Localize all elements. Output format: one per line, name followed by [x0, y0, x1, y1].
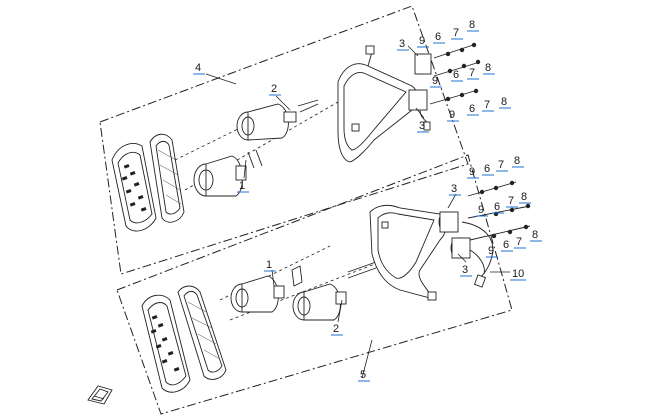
callout-8-lower-a: 8 [512, 155, 524, 168]
callout-9-lower-a: 9 [467, 166, 479, 179]
upper-housing [337, 45, 419, 163]
svg-text:7: 7 [516, 236, 522, 248]
callout-labels: 4 2 1 3 3 9 9 9 [193, 19, 542, 382]
svg-text:3: 3 [462, 264, 468, 276]
callout-2-upper: 2 [269, 83, 281, 96]
lower-housing [369, 204, 447, 301]
lower-projector-1 [230, 265, 303, 313]
lower-socket-b [450, 237, 471, 259]
callout-8-upper-a: 8 [467, 19, 479, 32]
svg-text:3: 3 [399, 38, 405, 50]
callout-6-upper-a: 6 [433, 31, 445, 44]
svg-text:1: 1 [266, 259, 272, 271]
callout-7-upper-c: 7 [482, 99, 494, 112]
svg-text:3: 3 [419, 120, 425, 132]
callout-9-upper-b: 9 [430, 75, 442, 88]
svg-text:9: 9 [488, 245, 494, 257]
callout-3-upper-a: 3 [397, 38, 409, 51]
svg-text:6: 6 [469, 103, 475, 115]
lower-wire-harness [461, 221, 494, 288]
svg-text:6: 6 [453, 69, 459, 81]
lower-socket-a [438, 211, 459, 233]
callout-3-lower-a: 3 [449, 183, 461, 196]
svg-text:6: 6 [435, 31, 441, 43]
lower-bezel [177, 285, 227, 380]
svg-text:6: 6 [503, 239, 509, 251]
callout-4: 4 [193, 62, 205, 75]
svg-text:7: 7 [508, 195, 514, 207]
front-direction-arrow-icon [87, 385, 113, 405]
callout-9-lower-c: 9 [486, 245, 498, 258]
upper-bezel [149, 133, 185, 223]
svg-text:7: 7 [498, 159, 504, 171]
callout-9-upper-c: 9 [447, 109, 459, 122]
svg-text:9: 9 [419, 35, 425, 47]
lower-lamp-assembly [141, 180, 531, 393]
upper-adjuster-hardware [429, 42, 481, 105]
callout-8-lower-b: 8 [519, 191, 531, 204]
svg-text:7: 7 [453, 27, 459, 39]
assembly-frame-upper [99, 5, 469, 275]
callout-9-upper-a: 9 [417, 35, 429, 48]
upper-projector-2 [236, 99, 319, 141]
lower-projector-2 [292, 261, 377, 321]
svg-text:4: 4 [195, 62, 201, 74]
callout-8-lower-c: 8 [530, 229, 542, 242]
callout-6-lower-b: 6 [492, 201, 504, 214]
upper-socket-a [414, 53, 432, 75]
callout-6-lower-a: 6 [482, 163, 494, 176]
callout-7-lower-a: 7 [496, 159, 508, 172]
callout-5: 5 [358, 369, 370, 382]
callout-8-upper-c: 8 [499, 96, 511, 109]
svg-text:8: 8 [469, 19, 475, 31]
svg-text:9: 9 [432, 75, 438, 87]
svg-text:1: 1 [239, 180, 245, 192]
svg-text:2: 2 [271, 83, 277, 95]
svg-text:9: 9 [449, 109, 455, 121]
upper-lens [111, 143, 157, 232]
svg-text:3: 3 [451, 183, 457, 195]
callout-10: 10 [510, 268, 526, 281]
callout-8-upper-b: 8 [483, 62, 495, 75]
assembly-frame-lower [116, 154, 513, 415]
svg-text:7: 7 [484, 99, 490, 111]
callout-2-lower: 2 [331, 323, 343, 336]
callout-7-lower-c: 7 [514, 236, 526, 249]
callout-1-lower: 1 [264, 259, 276, 272]
svg-text:8: 8 [532, 229, 538, 241]
upper-socket-b [408, 89, 431, 131]
callout-7-lower-b: 7 [506, 195, 518, 208]
lower-lens [141, 294, 191, 393]
svg-text:9: 9 [469, 166, 475, 178]
callout-3-upper-b: 3 [417, 120, 429, 133]
callout-7-upper-a: 7 [451, 27, 463, 40]
svg-text:6: 6 [484, 163, 490, 175]
svg-text:8: 8 [514, 155, 520, 167]
svg-text:7: 7 [469, 67, 475, 79]
callout-3-lower-b: 3 [460, 264, 472, 277]
callout-6-lower-c: 6 [501, 239, 513, 252]
svg-text:5: 5 [360, 369, 366, 381]
svg-text:10: 10 [512, 268, 524, 280]
svg-text:8: 8 [501, 96, 507, 108]
callout-7-upper-b: 7 [467, 67, 479, 80]
svg-text:2: 2 [333, 323, 339, 335]
upper-lamp-assembly [111, 42, 481, 232]
svg-text:8: 8 [521, 191, 527, 203]
svg-text:9: 9 [478, 204, 484, 216]
callout-9-lower-b: 9 [476, 204, 488, 217]
svg-text:8: 8 [485, 62, 491, 74]
callout-leaders [205, 45, 510, 379]
callout-6-upper-c: 6 [467, 103, 479, 116]
svg-text:6: 6 [494, 201, 500, 213]
callout-1-upper: 1 [237, 180, 249, 193]
callout-6-upper-b: 6 [451, 69, 463, 82]
upper-projector-1 [193, 149, 263, 197]
